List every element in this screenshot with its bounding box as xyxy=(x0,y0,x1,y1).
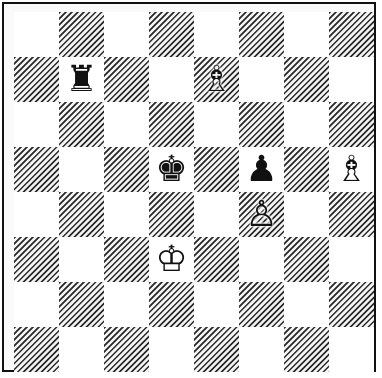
square-h8[interactable] xyxy=(329,12,374,57)
square-f1[interactable] xyxy=(239,327,284,372)
square-g4[interactable] xyxy=(284,192,329,237)
square-e3[interactable] xyxy=(194,237,239,282)
square-c3[interactable] xyxy=(104,237,149,282)
square-b2[interactable] xyxy=(59,282,104,327)
square-a7[interactable] xyxy=(14,57,59,102)
square-b6[interactable] xyxy=(59,102,104,147)
square-g5[interactable] xyxy=(284,147,329,192)
square-h2[interactable] xyxy=(329,282,374,327)
square-a6[interactable] xyxy=(14,102,59,147)
square-a2[interactable] xyxy=(14,282,59,327)
square-g1[interactable] xyxy=(284,327,329,372)
square-b7[interactable]: ♜ xyxy=(59,57,104,102)
square-b8[interactable] xyxy=(59,12,104,57)
square-h4[interactable] xyxy=(329,192,374,237)
square-a8[interactable] xyxy=(14,12,59,57)
board-frame: ♜ ♗ ♚ ♟ ♗ ♙ ♔ xyxy=(2,2,376,372)
square-e7[interactable]: ♗ xyxy=(194,57,239,102)
white-bishop-icon[interactable]: ♗ xyxy=(335,147,367,192)
square-g2[interactable] xyxy=(284,282,329,327)
square-c6[interactable] xyxy=(104,102,149,147)
square-b5[interactable] xyxy=(59,147,104,192)
square-g7[interactable] xyxy=(284,57,329,102)
square-d4[interactable] xyxy=(149,192,194,237)
white-bishop-icon[interactable]: ♗ xyxy=(200,57,232,102)
square-f2[interactable] xyxy=(239,282,284,327)
chess-board[interactable]: ♜ ♗ ♚ ♟ ♗ ♙ ♔ xyxy=(14,12,374,372)
square-c7[interactable] xyxy=(104,57,149,102)
square-c2[interactable] xyxy=(104,282,149,327)
square-f7[interactable] xyxy=(239,57,284,102)
square-g8[interactable] xyxy=(284,12,329,57)
black-king-icon[interactable]: ♚ xyxy=(155,147,187,192)
square-a3[interactable] xyxy=(14,237,59,282)
square-c4[interactable] xyxy=(104,192,149,237)
square-d3[interactable]: ♔ xyxy=(149,237,194,282)
white-pawn-icon[interactable]: ♙ xyxy=(245,192,277,237)
square-d5[interactable]: ♚ xyxy=(149,147,194,192)
square-h1[interactable] xyxy=(329,327,374,372)
square-b1[interactable] xyxy=(59,327,104,372)
white-king-icon[interactable]: ♔ xyxy=(155,237,187,282)
square-b3[interactable] xyxy=(59,237,104,282)
square-f4[interactable]: ♙ xyxy=(239,192,284,237)
square-d8[interactable] xyxy=(149,12,194,57)
square-f8[interactable] xyxy=(239,12,284,57)
square-e5[interactable] xyxy=(194,147,239,192)
square-c1[interactable] xyxy=(104,327,149,372)
square-h3[interactable] xyxy=(329,237,374,282)
square-a5[interactable] xyxy=(14,147,59,192)
square-d7[interactable] xyxy=(149,57,194,102)
square-e2[interactable] xyxy=(194,282,239,327)
square-g6[interactable] xyxy=(284,102,329,147)
square-a1[interactable] xyxy=(14,327,59,372)
square-e6[interactable] xyxy=(194,102,239,147)
square-d1[interactable] xyxy=(149,327,194,372)
square-h7[interactable] xyxy=(329,57,374,102)
square-c8[interactable] xyxy=(104,12,149,57)
square-c5[interactable] xyxy=(104,147,149,192)
square-b4[interactable] xyxy=(59,192,104,237)
square-h6[interactable] xyxy=(329,102,374,147)
square-g3[interactable] xyxy=(284,237,329,282)
square-d2[interactable] xyxy=(149,282,194,327)
black-rook-icon[interactable]: ♜ xyxy=(65,57,97,102)
square-f6[interactable] xyxy=(239,102,284,147)
square-e8[interactable] xyxy=(194,12,239,57)
square-h5[interactable]: ♗ xyxy=(329,147,374,192)
black-pawn-icon[interactable]: ♟ xyxy=(245,147,277,192)
square-e4[interactable] xyxy=(194,192,239,237)
square-f5[interactable]: ♟ xyxy=(239,147,284,192)
square-d6[interactable] xyxy=(149,102,194,147)
square-e1[interactable] xyxy=(194,327,239,372)
square-a4[interactable] xyxy=(14,192,59,237)
square-f3[interactable] xyxy=(239,237,284,282)
